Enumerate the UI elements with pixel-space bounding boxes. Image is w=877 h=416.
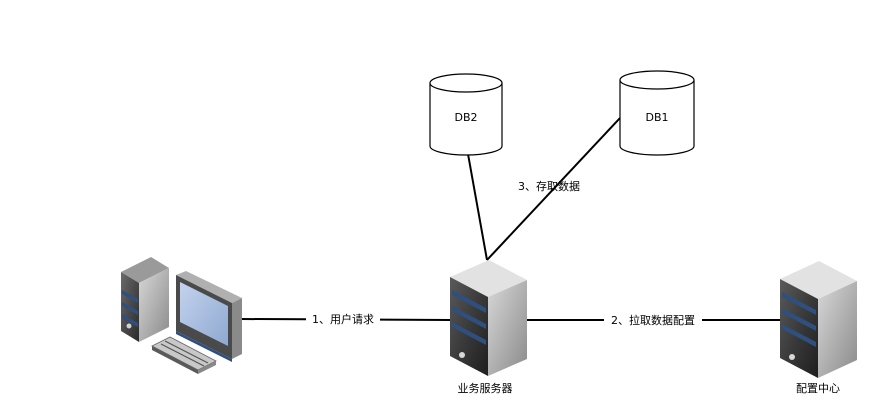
server-icon [450, 260, 527, 376]
config-center-server[interactable]: 配置中心 [780, 261, 857, 395]
server-label-config-center: 配置中心 [796, 382, 840, 395]
server-label-business: 业务服务器 [458, 382, 513, 395]
edge-db1-server [486, 117, 621, 261]
database-label-db2: DB2 [454, 111, 477, 124]
edge-label-pull-config: 2、拉取数据配置 [611, 313, 695, 327]
server-icon [780, 261, 857, 378]
database-icon [619, 80, 695, 156]
pc-tower-icon [121, 257, 169, 342]
edge-label-access-data: 3、存取数据 [518, 179, 580, 193]
keyboard-icon [151, 336, 217, 374]
monitor-icon [176, 271, 242, 362]
database-icon [429, 83, 503, 156]
edge-db2-server [467, 153, 488, 261]
client-computer[interactable] [121, 257, 242, 374]
edge-label-user-request: 1、用户请求 [312, 312, 374, 326]
database-db1[interactable]: DB1 [619, 70, 695, 156]
database-db2[interactable]: DB2 [429, 73, 503, 156]
business-server[interactable]: 业务服务器 [450, 260, 527, 395]
database-label-db1: DB1 [645, 111, 668, 124]
